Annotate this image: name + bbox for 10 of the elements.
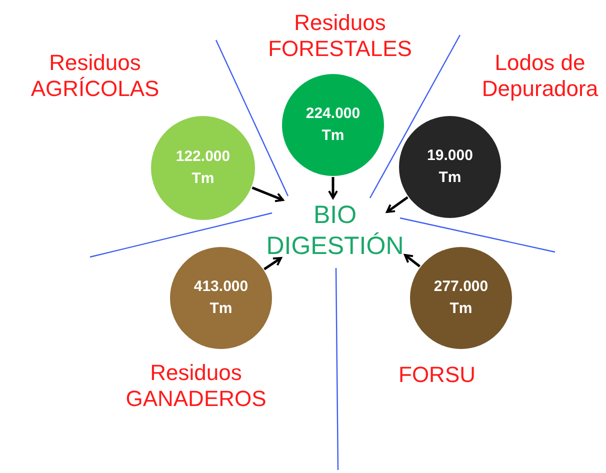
category-label: Residuos FORESTALES [267, 10, 413, 63]
arrow [264, 256, 282, 270]
category-label: Residuos GANADEROS [124, 360, 268, 413]
arrow [328, 177, 338, 199]
arrow [386, 196, 408, 214]
category-label: Lodos de Depuradora [480, 50, 600, 103]
category-label: FORSU [398, 362, 476, 388]
arrow [404, 254, 421, 268]
arrow [252, 186, 284, 202]
category-label: Residuos AGRÍCOLAS [30, 50, 160, 103]
